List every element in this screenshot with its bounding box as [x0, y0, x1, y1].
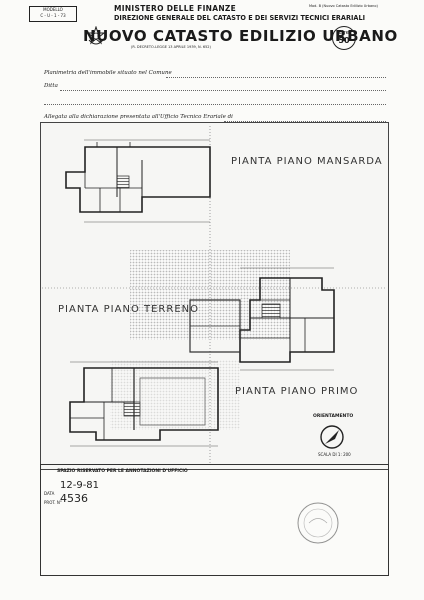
ditta-field-line-2: [44, 104, 386, 105]
official-stamp-icon: [297, 502, 339, 544]
office-annotations-box: [40, 464, 389, 576]
direction-name: DIREZIONE GENERALE DEL CATASTO E DEI SER…: [114, 14, 366, 22]
allegata-label: Allegata alla dichiarazione presentata a…: [44, 114, 233, 120]
planimetria-label: Planimetria dell'immobile situato nel Co…: [44, 70, 172, 76]
label-piano-mansarda: PIANTA PIANO MANSARDA: [231, 156, 383, 167]
document-title: NUOVO CATASTO EDILIZIO URBANO: [83, 27, 398, 45]
plan-terreno: [239, 277, 335, 363]
modello-code: C - U - 1 - 73: [40, 13, 66, 18]
ufficio-field-line: [224, 121, 386, 122]
state-emblem-icon: [86, 26, 106, 45]
revenue-stamp: Lire 50: [332, 26, 356, 50]
modello-label: MODELLO: [43, 7, 63, 12]
stamp-label: Lire: [338, 30, 350, 36]
plan-mansarda: [65, 142, 211, 213]
model-code: Mod. B (Nuovo Catasto Edilizio Urbano): [309, 4, 378, 8]
comune-field-line: [166, 77, 386, 78]
modello-box: MODELLO C - U - 1 - 73: [29, 6, 77, 22]
data-label: DATA: [44, 491, 55, 496]
ministry-name: MINISTERO DELLE FINANZE: [114, 4, 237, 13]
data-value: 12-9-81: [60, 480, 100, 491]
scale-label: SCALA DI 1: 200: [318, 452, 351, 457]
label-piano-primo: PIANTA PIANO PRIMO: [235, 386, 359, 397]
plan-primo: [69, 367, 219, 441]
compass-icon: [320, 425, 344, 449]
plan-middle-outline: [189, 299, 241, 353]
orientation-label: ORIENTAMENTO: [313, 414, 354, 419]
office-reserved-label: SPAZIO RISERVATO PER LE ANNOTAZIONI D'UF…: [57, 469, 188, 474]
prot-value: 4536: [60, 492, 88, 505]
prot-label: PROT. N°: [44, 500, 62, 505]
scan-noise-area-2: [110, 360, 240, 430]
decree-reference: (R. DECRETO-LEGGE 13 APRILE 1939, N. 652…: [131, 45, 211, 49]
stamp-value: 50: [338, 36, 350, 45]
ditta-field-line: [60, 90, 386, 91]
label-piano-terreno: PIANTA PIANO TERRENO: [58, 304, 199, 315]
ditta-label: Ditta: [44, 83, 58, 89]
